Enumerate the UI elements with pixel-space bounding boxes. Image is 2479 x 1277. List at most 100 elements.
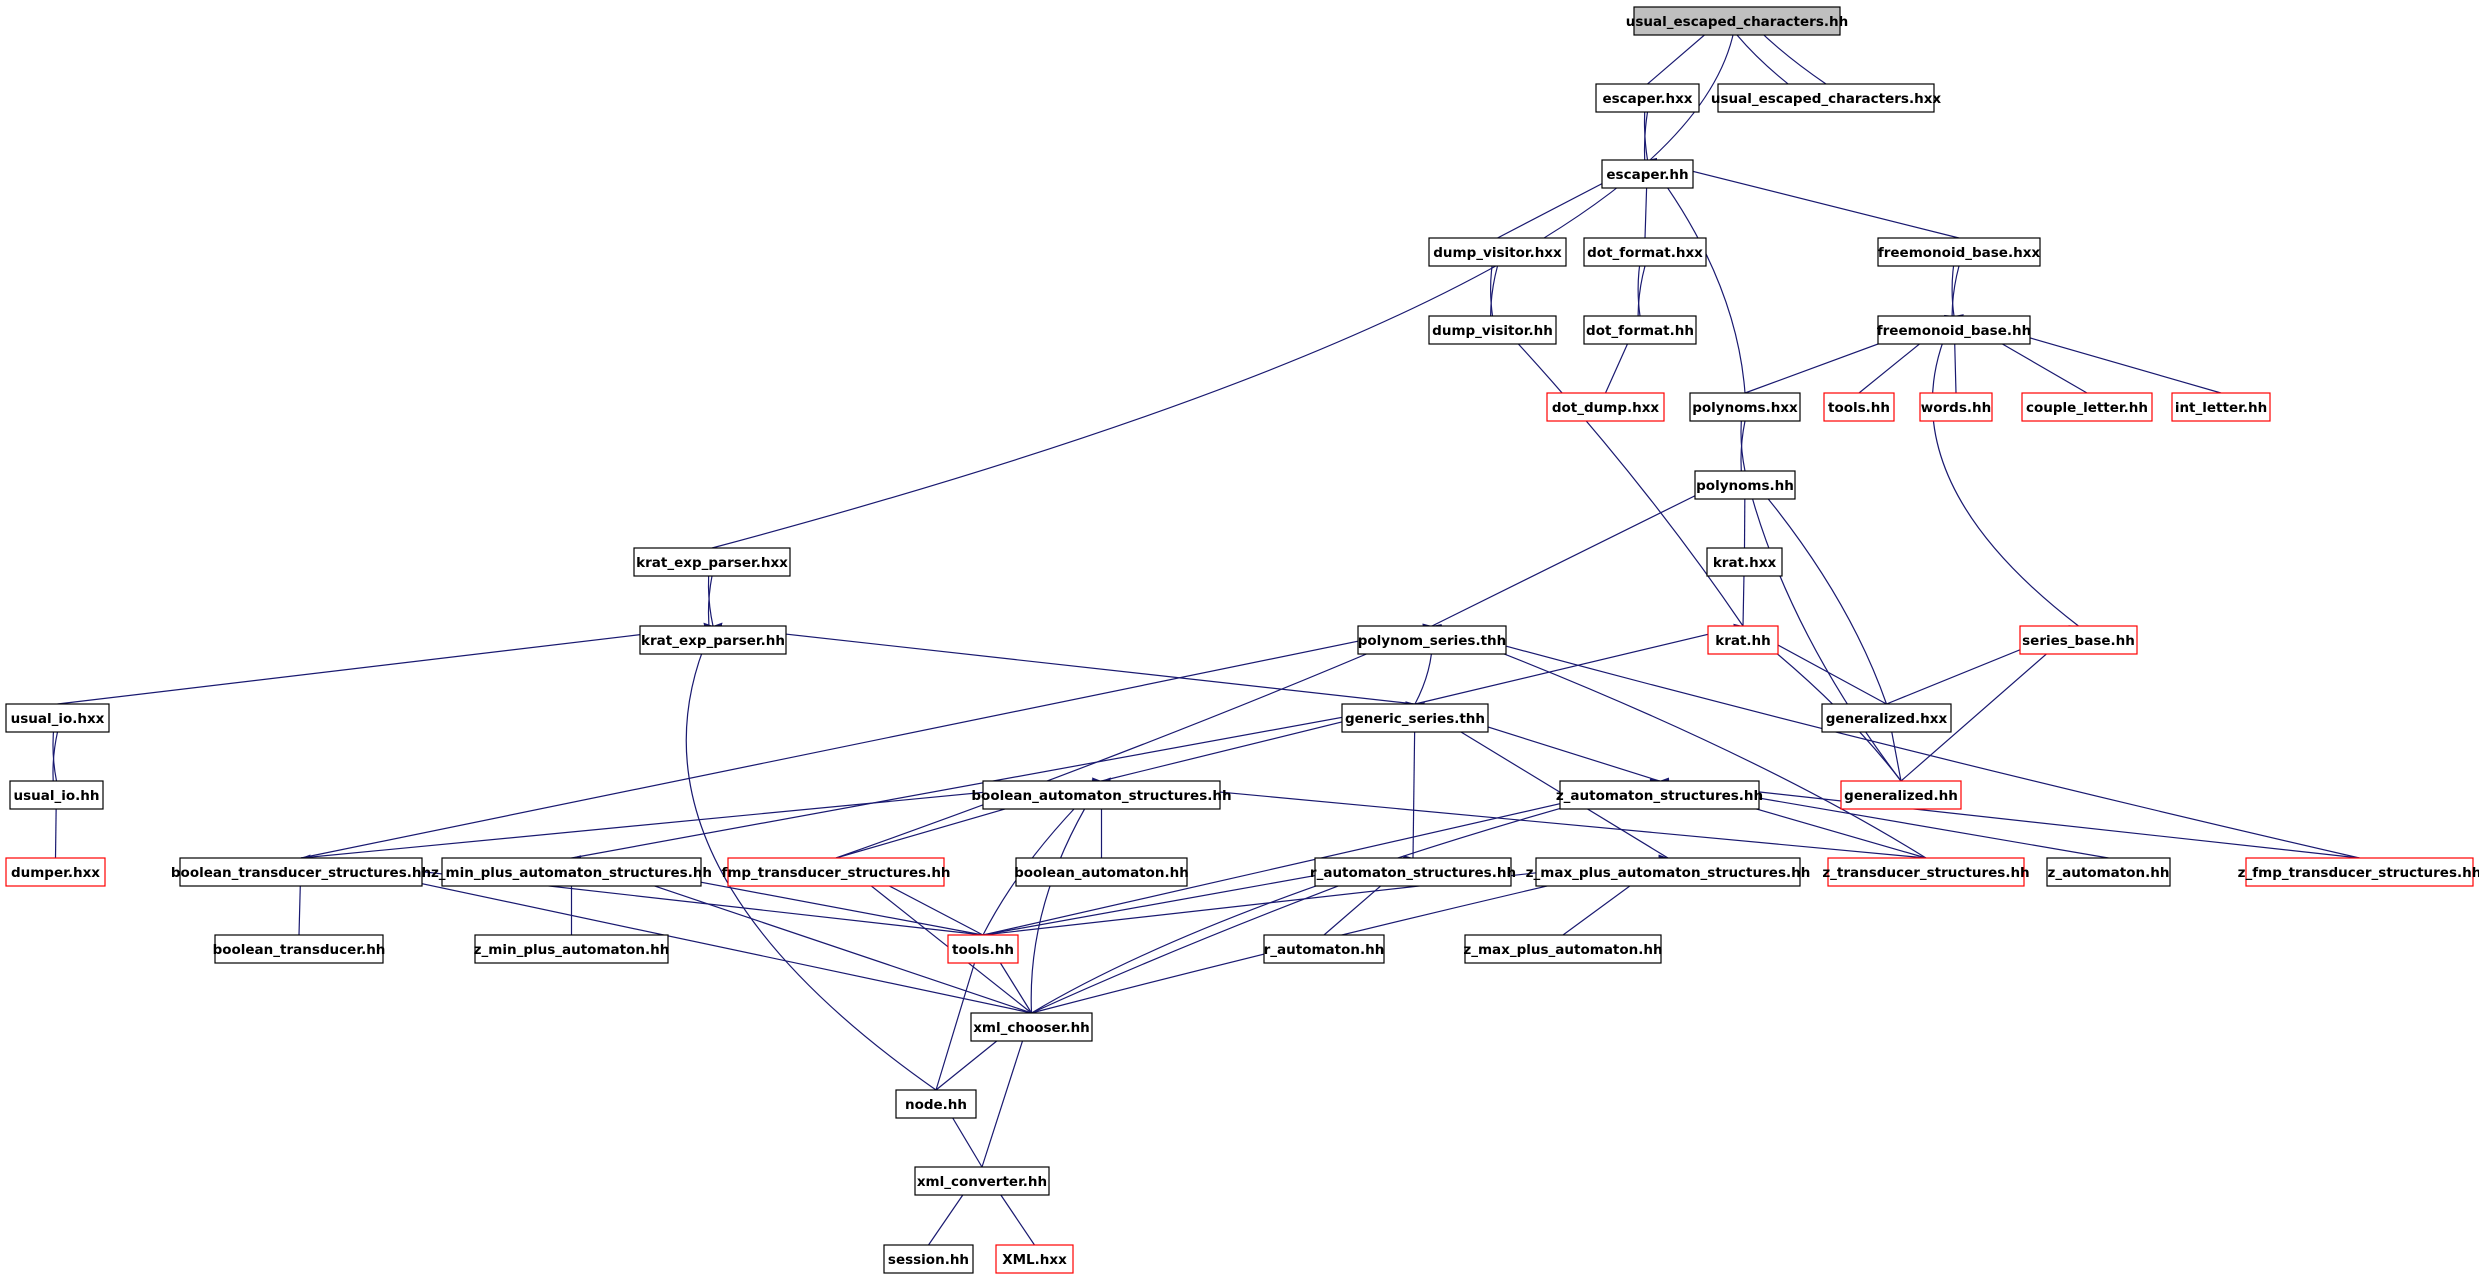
file-node-r-automaton-structures-hh[interactable]: r_automaton_structures.hh: [1310, 857, 1516, 887]
file-node-node-hh[interactable]: node.hh: [895, 1089, 977, 1119]
node-label: krat.hh: [1715, 633, 1771, 649]
file-node-krat-exp-parser-hh[interactable]: krat_exp_parser.hh: [639, 625, 787, 655]
edge-line: [835, 625, 1433, 859]
node-box: [1877, 237, 2041, 267]
file-node-krat-hh[interactable]: krat.hh: [1707, 625, 1779, 655]
file-node-xml-chooser-hh[interactable]: xml_chooser.hh: [970, 1012, 1093, 1042]
node-label: generalized.hh: [1844, 788, 1958, 804]
include-edge: [1492, 315, 1744, 627]
file-node-dump-visitor-hxx[interactable]: dump_visitor.hxx: [1428, 237, 1567, 267]
include-edge: [1647, 159, 1746, 394]
file-node-boolean-automaton-hh[interactable]: boolean_automaton.hh: [1014, 857, 1189, 887]
file-node-krat-exp-parser-hxx[interactable]: krat_exp_parser.hxx: [633, 547, 791, 577]
include-edge: [1431, 624, 1927, 859]
file-node-boolean-transducer-structures-hh[interactable]: boolean_transducer_structures.hh: [171, 857, 431, 887]
node-label: int_letter.hh: [2175, 400, 2267, 416]
file-node-boolean-automaton-structures-hh[interactable]: boolean_automaton_structures.hh: [971, 780, 1232, 810]
file-node-krat-hxx[interactable]: krat.hxx: [1706, 547, 1783, 577]
include-edge: [685, 625, 937, 1091]
node-box: [895, 1089, 977, 1119]
node-box: [1706, 547, 1783, 577]
node-label: generic_series.thh: [1345, 711, 1485, 727]
file-node-session-hh[interactable]: session.hh: [883, 1244, 974, 1274]
file-node-z-transducer-structures-hh[interactable]: z_transducer_structures.hh: [1822, 857, 2030, 887]
file-node-tools-hh-top[interactable]: tools.hh: [1823, 392, 1895, 422]
file-node-usual-escaped-characters-hh[interactable]: usual_escaped_characters.hh: [1626, 6, 1848, 36]
file-node-z-automaton-hh[interactable]: z_automaton.hh: [2046, 857, 2171, 887]
file-node-int-letter-hh[interactable]: int_letter.hh: [2171, 392, 2271, 422]
node-label: node.hh: [905, 1097, 967, 1113]
file-node-z-max-plus-automaton-hh[interactable]: z_max_plus_automaton.hh: [1463, 934, 1663, 964]
file-node-series-base-hh[interactable]: series_base.hh: [2019, 625, 2138, 655]
node-label: z_max_plus_automaton.hh: [1463, 942, 1662, 958]
file-node-freemonoid-base-hh[interactable]: freemonoid_base.hh: [1877, 315, 2031, 345]
file-node-words-hh[interactable]: words.hh: [1919, 392, 1993, 422]
edge-line: [1492, 315, 1744, 627]
node-box: [914, 1166, 1050, 1196]
file-node-usual-io-hxx[interactable]: usual_io.hxx: [5, 703, 110, 733]
node-label: polynoms.hh: [1696, 478, 1794, 494]
file-node-z-fmp-transducer-structures-hh[interactable]: z_fmp_transducer_structures.hh: [2238, 857, 2479, 887]
node-box: [883, 1244, 974, 1274]
file-node-z-automaton-structures-hh[interactable]: z_automaton_structures.hh: [1556, 780, 1763, 810]
file-node-couple-letter-hh[interactable]: couple_letter.hh: [2021, 392, 2153, 422]
node-label: tools.hh: [952, 942, 1014, 958]
node-box: [2171, 392, 2271, 422]
file-node-escaper-hh[interactable]: escaper.hh: [1601, 159, 1694, 189]
file-node-tools-hh[interactable]: tools.hh: [947, 934, 1019, 964]
edge-line: [300, 623, 1433, 859]
file-node-freemonoid-base-hxx[interactable]: freemonoid_base.hxx: [1877, 237, 2041, 267]
edge-line: [1030, 780, 1103, 1014]
file-node-generalized-hxx[interactable]: generalized.hxx: [1821, 703, 1952, 733]
node-box: [727, 857, 945, 887]
file-node-dot-format-hh[interactable]: dot_format.hh: [1583, 315, 1697, 345]
node-label: xml_chooser.hh: [973, 1020, 1090, 1036]
edge-line: [1744, 470, 1888, 705]
file-node-xml-converter-hh[interactable]: xml_converter.hh: [914, 1166, 1050, 1196]
node-label: escaper.hh: [1606, 167, 1688, 183]
file-node-z-min-plus-automaton-structures-hh[interactable]: z_min_plus_automaton_structures.hh: [431, 857, 712, 887]
file-node-polynoms-hh[interactable]: polynoms.hh: [1694, 470, 1796, 500]
node-box: [1689, 392, 1801, 422]
file-node-generic-series-thh[interactable]: generic_series.thh: [1341, 703, 1489, 733]
file-node-z-min-plus-automaton-hh[interactable]: z_min_plus_automaton.hh: [474, 934, 670, 964]
file-node-XML-hxx[interactable]: XML.hxx: [995, 1244, 1074, 1274]
node-label: boolean_automaton.hh: [1014, 865, 1189, 881]
node-box: [9, 780, 104, 810]
file-node-polynom-series-thh[interactable]: polynom_series.thh: [1357, 625, 1507, 655]
node-box: [1583, 237, 1707, 267]
node-box: [1823, 392, 1895, 422]
file-node-dot-format-hxx[interactable]: dot_format.hxx: [1583, 237, 1707, 267]
file-node-generalized-hh[interactable]: generalized.hh: [1840, 780, 1962, 810]
node-box: [441, 857, 702, 887]
file-node-z-max-plus-automaton-structures-hh[interactable]: z_max_plus_automaton_structures.hh: [1526, 857, 1811, 887]
file-node-boolean-transducer-hh[interactable]: boolean_transducer.hh: [213, 934, 386, 964]
edge-line: [1431, 624, 2360, 859]
file-node-usual-escaped-characters-hxx[interactable]: usual_escaped_characters.hxx: [1711, 83, 1942, 113]
node-box: [633, 547, 791, 577]
node-box: [1357, 625, 1507, 655]
file-node-dumper-hxx[interactable]: dumper.hxx: [5, 857, 106, 887]
file-node-polynoms-hxx[interactable]: polynoms.hxx: [1689, 392, 1801, 422]
node-label: dot_dump.hxx: [1552, 400, 1660, 416]
node-label: z_min_plus_automaton.hh: [474, 942, 670, 958]
file-node-r-automaton-hh[interactable]: r_automaton.hh: [1263, 934, 1385, 964]
node-label: fmp_transducer_structures.hh: [721, 865, 950, 881]
node-box: [1263, 934, 1385, 964]
node-box: [1877, 315, 2031, 345]
file-node-fmp-transducer-structures-hh[interactable]: fmp_transducer_structures.hh: [721, 857, 951, 887]
node-label: xml_converter.hh: [917, 1174, 1047, 1190]
node-box: [5, 857, 106, 887]
file-node-usual-io-hh[interactable]: usual_io.hh: [9, 780, 104, 810]
node-label: tools.hh: [1828, 400, 1890, 416]
node-label: series_base.hh: [2022, 633, 2135, 649]
include-edge: [1659, 777, 2360, 859]
file-node-escaper-hxx[interactable]: escaper.hxx: [1595, 83, 1700, 113]
node-box: [179, 857, 423, 887]
node-label: boolean_transducer_structures.hh: [171, 865, 431, 881]
file-node-dot-dump-hxx[interactable]: dot_dump.hxx: [1546, 392, 1665, 422]
file-node-dump-visitor-hh[interactable]: dump_visitor.hh: [1428, 315, 1557, 345]
edge-line: [1431, 624, 1927, 859]
